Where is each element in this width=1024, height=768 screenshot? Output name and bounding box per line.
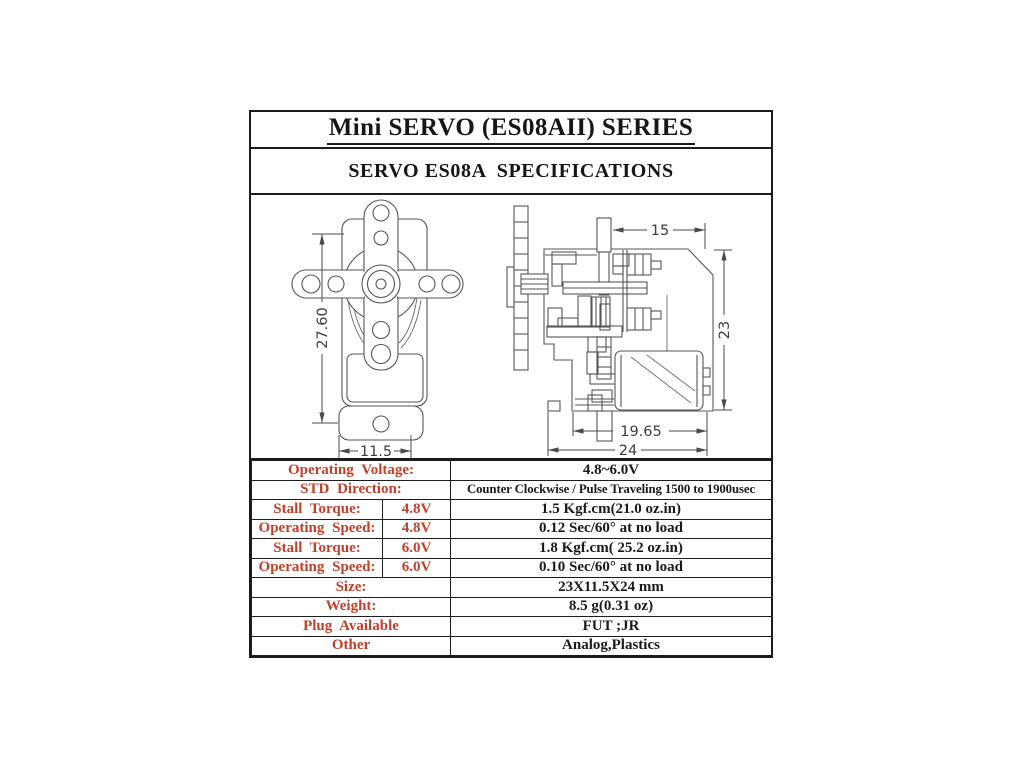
front-width-dimension-label: 11.5 <box>360 444 392 458</box>
servo-side-view-diagram: 15 23 19.65 <box>506 205 733 458</box>
spec-value: 1.5 Kgf.cm(21.0 oz.in) <box>450 499 772 520</box>
spec-label: Other <box>251 635 451 656</box>
spec-condition: 4.8V <box>382 499 451 520</box>
side-lower-width-dimension-label: 19.65 <box>620 424 662 440</box>
front-height-dimension-label: 27.60 <box>315 307 331 349</box>
spec-condition: 6.0V <box>382 538 451 559</box>
subtitle-row: SERVO ES08A SPECIFICATIONS <box>251 149 771 195</box>
side-top-width-dimension-label: 15 <box>651 223 669 239</box>
spec-value: Counter Clockwise / Pulse Traveling 1500… <box>450 479 772 500</box>
spec-value: 0.10 Sec/60° at no load <box>450 557 772 578</box>
table-row: Operating Speed: 6.0V 0.10 Sec/60° at no… <box>251 557 772 578</box>
spec-value: 23X11.5X24 mm <box>450 577 772 598</box>
table-row: Operating Speed: 4.8V 0.12 Sec/60° at no… <box>251 518 772 539</box>
spec-label: Weight: <box>251 596 451 617</box>
spec-value: Analog,Plastics <box>450 635 772 656</box>
table-row: Other Analog,Plastics <box>251 635 772 656</box>
spec-condition: 6.0V <box>382 557 451 578</box>
table-row: Stall Torque: 4.8V 1.5 Kgf.cm(21.0 oz.in… <box>251 499 772 520</box>
table-row: STD Direction: Counter Clockwise / Pulse… <box>251 479 772 500</box>
side-height-dimension-label: 23 <box>717 321 733 339</box>
table-row: Stall Torque: 6.0V 1.8 Kgf.cm( 25.2 oz.i… <box>251 538 772 559</box>
spec-label: Stall Torque: <box>251 538 383 559</box>
title-row: Mini SERVO (ES08AII) SERIES <box>251 112 771 149</box>
spec-value: 1.8 Kgf.cm( 25.2 oz.in) <box>450 538 772 559</box>
spec-condition: 4.8V <box>382 518 451 539</box>
spec-value: 8.5 g(0.31 oz) <box>450 596 772 617</box>
table-row: Plug Available FUT ;JR <box>251 616 772 637</box>
spec-table: Operating Voltage: 4.8~6.0V STD Directio… <box>251 460 772 656</box>
spec-value: 4.8~6.0V <box>450 460 772 481</box>
table-row: Operating Voltage: 4.8~6.0V <box>251 460 772 481</box>
spec-label: Stall Torque: <box>251 499 383 520</box>
servo-drawings: 27.60 11.5 <box>291 199 733 458</box>
page-title: Mini SERVO (ES08AII) SERIES <box>326 114 696 145</box>
spec-label: Operating Voltage: <box>251 460 451 481</box>
servo-front-view-diagram: 27.60 11.5 <box>291 199 464 458</box>
spec-value: 0.12 Sec/60° at no load <box>450 518 772 539</box>
table-row: Size: 23X11.5X24 mm <box>251 577 772 598</box>
diagram-area: 27.60 11.5 <box>251 195 771 460</box>
page-subtitle: SERVO ES08A SPECIFICATIONS <box>348 159 674 182</box>
spec-label: Operating Speed: <box>251 518 383 539</box>
side-total-width-dimension-label: 24 <box>619 443 637 458</box>
spec-label: Operating Speed: <box>251 557 383 578</box>
spec-label: STD Direction: <box>251 479 451 500</box>
spec-value: FUT ;JR <box>450 616 772 637</box>
spec-sheet: Mini SERVO (ES08AII) SERIES SERVO ES08A … <box>249 110 773 658</box>
table-row: Weight: 8.5 g(0.31 oz) <box>251 596 772 617</box>
spec-label: Size: <box>251 577 451 598</box>
spec-label: Plug Available <box>251 616 451 637</box>
